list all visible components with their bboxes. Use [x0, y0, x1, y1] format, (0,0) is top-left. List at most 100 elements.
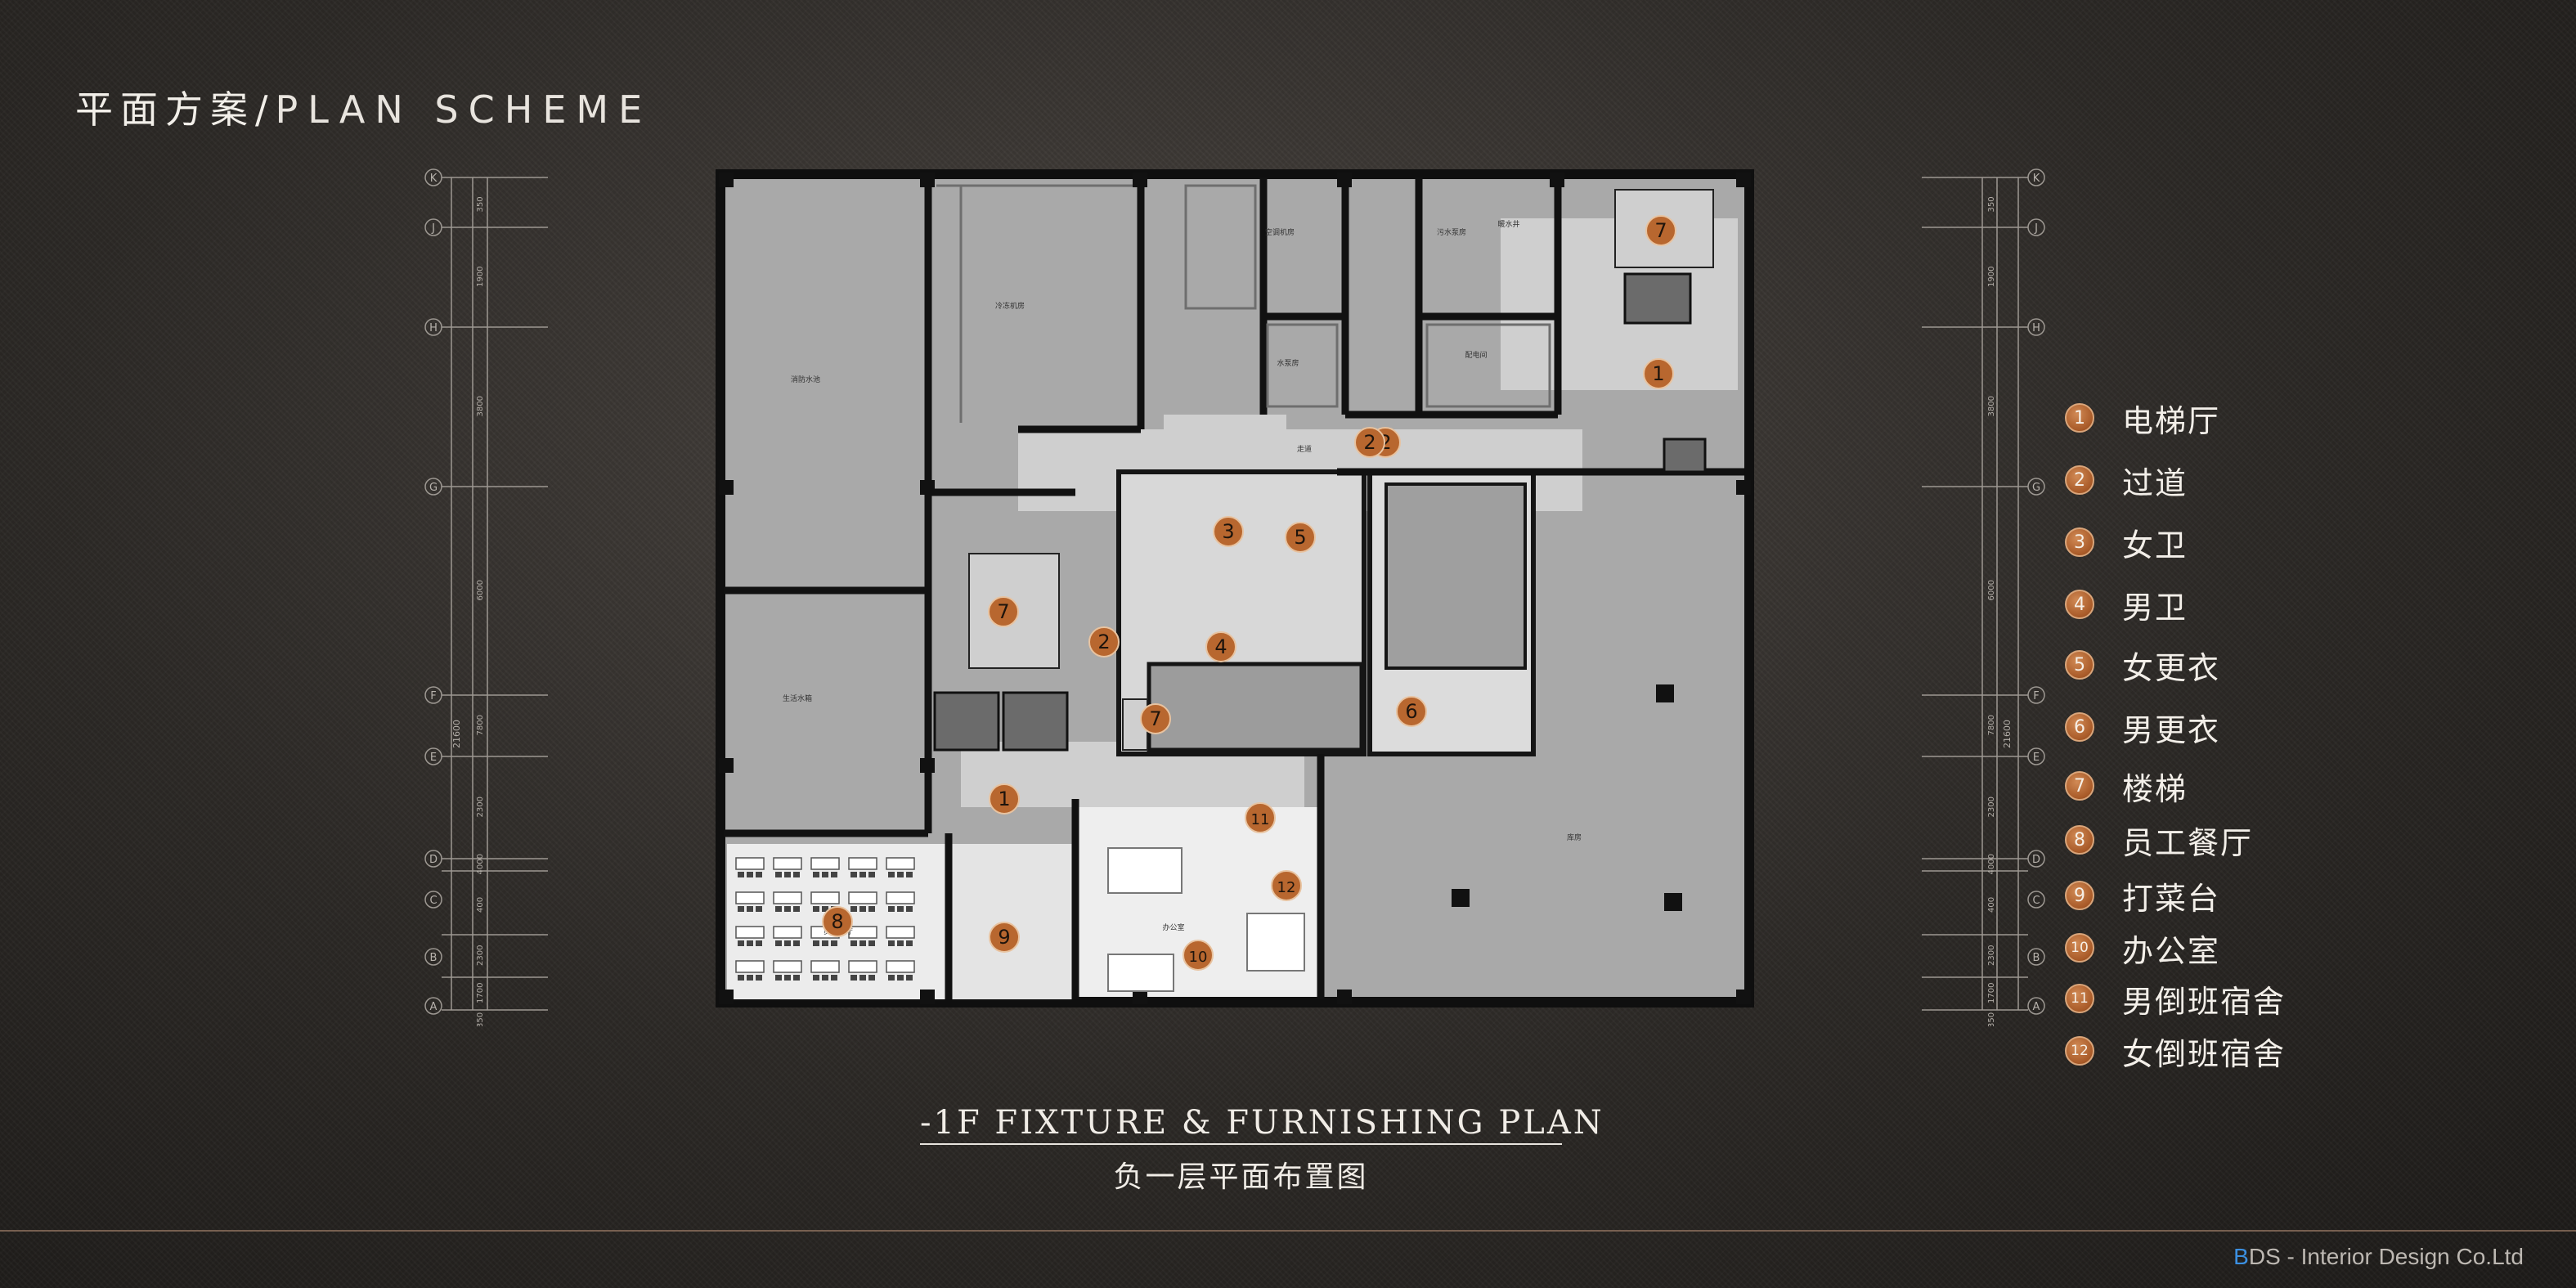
- plan-marker-number: 3: [1222, 520, 1234, 543]
- plan-marker-number: 2: [1097, 631, 1110, 653]
- legend-number-badge: 2: [2065, 465, 2094, 495]
- grid-axis-label: A: [2033, 1001, 2040, 1013]
- grid-dimension-label: 2300: [476, 945, 485, 966]
- dining-chair: [747, 940, 753, 946]
- dining-chair: [813, 872, 819, 877]
- plan-marker: 6: [1396, 696, 1427, 727]
- grid-axis-label: K: [2033, 173, 2040, 185]
- grid-dimension-label: 350: [476, 196, 485, 212]
- dining-chair: [775, 872, 782, 877]
- dining-chair: [888, 872, 895, 877]
- dining-chair: [822, 872, 828, 877]
- plan-marker-number: 1: [998, 788, 1010, 810]
- dining-chair: [738, 872, 744, 877]
- grid-dimension-label: 1700: [476, 983, 485, 1003]
- legend-label: 男倒班宿舍: [2122, 983, 2287, 1020]
- title-cn: 平面方案: [75, 88, 255, 132]
- plan-marker-number: 2: [1363, 431, 1376, 454]
- dining-chair: [831, 975, 837, 981]
- plan-marker: 12: [1271, 870, 1302, 901]
- dining-chair: [738, 906, 744, 912]
- grid-dimension-label: 350: [476, 1012, 485, 1026]
- plan-marker: 1: [1643, 358, 1674, 389]
- grid-axis-bubble: G: [424, 478, 442, 496]
- legend-label: 电梯厅: [2122, 402, 2221, 439]
- plan-marker: 2: [1088, 626, 1120, 657]
- grid-axis-label: A: [430, 1001, 438, 1013]
- title-separator: /: [255, 88, 276, 132]
- plan-marker: 4: [1205, 631, 1236, 662]
- caption-english: -1F FIXTURE & FURNISHING PLAN: [920, 1104, 1604, 1142]
- plan-marker: 9: [989, 922, 1020, 953]
- room-label: 污水泵房: [1437, 227, 1466, 237]
- grid-axis-label: E: [2033, 752, 2040, 764]
- dining-chair: [793, 872, 800, 877]
- dining-chair: [850, 872, 857, 877]
- plan-marker-number: 5: [1294, 526, 1306, 549]
- serving-area: [949, 844, 1075, 999]
- room-label: 消防水池: [791, 375, 820, 384]
- dining-chair: [756, 906, 762, 912]
- dining-chair: [831, 872, 837, 877]
- dining-chair: [775, 906, 782, 912]
- room-label: 空调机房: [1265, 227, 1295, 237]
- grid-axis-bubble: H: [2027, 318, 2045, 336]
- grid-dimension-label: 4000: [1987, 854, 1996, 874]
- grid-axis-label: F: [2033, 690, 2039, 702]
- grid-axis-bubble: A: [2027, 997, 2045, 1015]
- dining-chair: [756, 940, 762, 946]
- dining-chair: [756, 975, 762, 981]
- dining-chair: [784, 975, 791, 981]
- dining-chair: [859, 975, 866, 981]
- grid-axis-bubble: C: [424, 891, 442, 909]
- grid-axis-label: C: [2032, 895, 2040, 907]
- dining-chair: [868, 975, 875, 981]
- plan-marker-number: 1: [1652, 362, 1664, 385]
- dining-table: [773, 960, 802, 973]
- grid-axis-bubble: F: [424, 686, 442, 704]
- grid-dimension-label: 350: [1987, 196, 1996, 212]
- plan-marker-number: 8: [831, 910, 843, 933]
- dining-chair: [793, 975, 800, 981]
- dining-chair: [831, 940, 837, 946]
- dining-table: [735, 857, 765, 870]
- legend-number-badge: 8: [2065, 825, 2094, 855]
- grid-axis-label: B: [2033, 952, 2040, 964]
- grid-dimension-label: 1700: [1987, 983, 1996, 1003]
- plan-marker-number: 10: [1189, 949, 1208, 966]
- dining-chair: [888, 906, 895, 912]
- plan-marker: 10: [1183, 940, 1214, 971]
- grid-axis-bubble: E: [424, 747, 442, 765]
- title-en: PLAN SCHEME: [275, 88, 653, 132]
- total-dim-left: 21600: [451, 720, 462, 748]
- room-label: 走道: [1297, 444, 1312, 454]
- grid-dimension-label: 400: [1987, 897, 1996, 913]
- dining-table: [886, 960, 915, 973]
- dining-chair: [859, 940, 866, 946]
- dining-chair: [738, 940, 744, 946]
- grid-dimension-label: 4000: [476, 854, 485, 874]
- dining-chair: [906, 872, 913, 877]
- legend-number-badge: 5: [2065, 650, 2094, 680]
- dining-table: [735, 926, 765, 939]
- plan-marker: 7: [1140, 703, 1171, 734]
- grid-dimension-label: 1900: [476, 267, 485, 287]
- plan-marker: 1: [989, 783, 1020, 815]
- dining-table: [848, 926, 877, 939]
- grid-axis-label: H: [2032, 322, 2040, 334]
- room-label: 水泵房: [1277, 358, 1299, 368]
- dining-chair: [850, 906, 857, 912]
- caption-chinese: 负一层平面布置图: [1113, 1160, 1369, 1194]
- service-room: [1147, 662, 1364, 752]
- dining-table: [848, 960, 877, 973]
- grid-dimension-label: 2300: [1987, 945, 1996, 966]
- dining-chair: [793, 940, 800, 946]
- legend-number-badge: 3: [2065, 527, 2094, 557]
